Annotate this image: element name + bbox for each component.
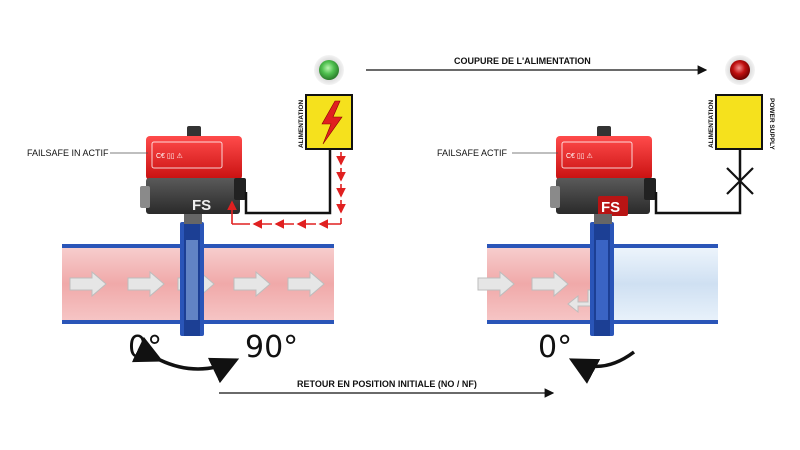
rotation-arrow-double [131, 336, 240, 384]
right-scene: C€ ▯▯ ⚠ FS FAILSAFE ACTIF ALIMENTATION P… [437, 55, 775, 384]
right-actuator: C€ ▯▯ ⚠ FS [550, 126, 656, 224]
failsafe-active-label: FAILSAFE ACTIF [437, 148, 508, 158]
cross-icon [726, 167, 754, 195]
left-scene: C€ ▯▯ ⚠ FS FAILSAFE IN ACTIF ALIMENTATIO… [27, 55, 353, 384]
current-flow-arrows [227, 152, 346, 229]
alimentation-left-label: ALIMENTATION [298, 100, 305, 148]
left-actuator: C€ ▯▯ ⚠ FS [140, 126, 246, 224]
green-lamp-icon [314, 55, 344, 85]
right-valve [590, 222, 614, 336]
ce-mark-icon: C€ ▯▯ ⚠ [566, 152, 593, 160]
return-position-arrow: RETOUR EN POSITION INITIALE (NO / NF) [219, 379, 555, 398]
return-position-label: RETOUR EN POSITION INITIALE (NO / NF) [297, 379, 477, 389]
lightning-icon [321, 100, 343, 145]
power-cut-arrow: COUPURE DE L'ALIMENTATION [366, 56, 708, 75]
fs-label-left: FS [192, 197, 211, 214]
degree-90: 90° [245, 330, 298, 365]
right-wire [654, 149, 742, 215]
left-power-supply: ALIMENTATION [298, 94, 353, 150]
right-power-supply: ALIMENTATION POWER SUPPLY [708, 94, 775, 150]
red-lamp-icon [725, 55, 755, 85]
failsafe-inactive-label: FAILSAFE IN ACTIF [27, 148, 109, 158]
power-cut-label: COUPURE DE L'ALIMENTATION [454, 56, 591, 66]
ce-mark-icon: C€ ▯▯ ⚠ [156, 152, 183, 160]
alimentation-right-label: ALIMENTATION [708, 100, 715, 148]
fs-active-badge [598, 196, 628, 216]
fs-label-right: FS [601, 199, 620, 216]
left-wire [244, 149, 332, 215]
return-rotation-arrow [568, 350, 636, 384]
degree-0-right: 0° [538, 330, 572, 365]
power-supply-label: POWER SUPPLY [768, 98, 775, 150]
left-valve [180, 222, 204, 336]
degree-0-left: 0° [128, 330, 162, 365]
